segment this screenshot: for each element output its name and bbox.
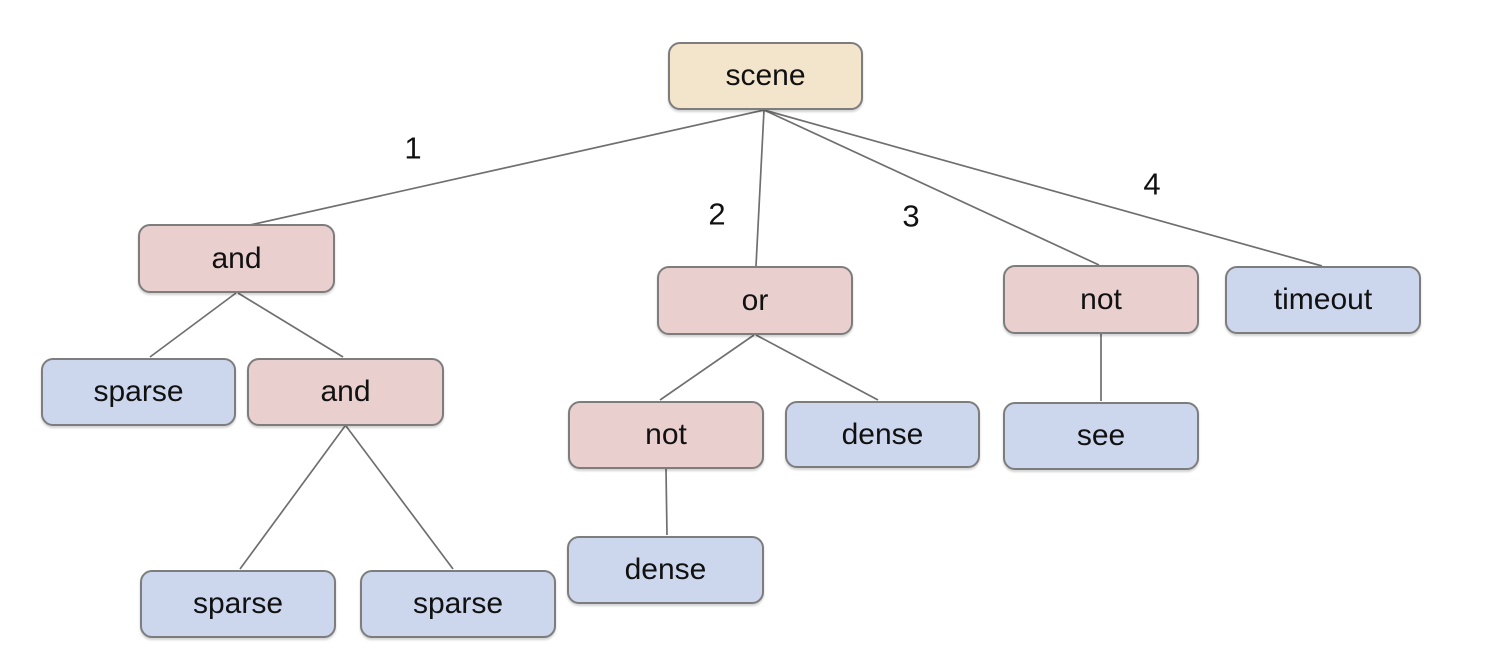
node-scene: scene (668, 42, 863, 110)
edge-label-1: 1 (404, 130, 422, 166)
node-not-1: not (1003, 265, 1199, 334)
edge-and-1-to-sparse-1 (149, 292, 237, 358)
edge-scene-to-or-1 (755, 109, 765, 267)
edge-label-4: 4 (1143, 166, 1161, 202)
node-sparse-3: sparse (360, 570, 556, 638)
edge-scene-to-and-1 (249, 109, 765, 226)
node-dense-1: dense (785, 401, 980, 468)
edge-and-2-to-sparse-2 (239, 425, 346, 570)
node-dense-2: dense (567, 536, 764, 604)
node-and-2: and (247, 358, 444, 426)
edge-label-3: 3 (902, 198, 920, 234)
edge-scene-to-timeout-1 (763, 109, 1323, 267)
node-not-2: not (568, 401, 764, 469)
edge-scene-to-not-1 (763, 109, 1100, 266)
node-timeout-1: timeout (1225, 266, 1421, 334)
edge-or-1-to-not-2 (659, 334, 755, 401)
edge-and-1-to-and-2 (237, 292, 344, 358)
node-sparse-1: sparse (41, 358, 236, 426)
edge-and-2-to-sparse-3 (345, 425, 454, 570)
node-see-1: see (1003, 402, 1199, 470)
node-or-1: or (657, 266, 853, 335)
edge-or-1-to-dense-1 (755, 334, 879, 401)
node-and-1: and (138, 224, 335, 293)
edge-not-2-to-dense-2 (665, 468, 668, 536)
node-sparse-2: sparse (140, 570, 336, 638)
edge-label-2: 2 (708, 196, 726, 232)
